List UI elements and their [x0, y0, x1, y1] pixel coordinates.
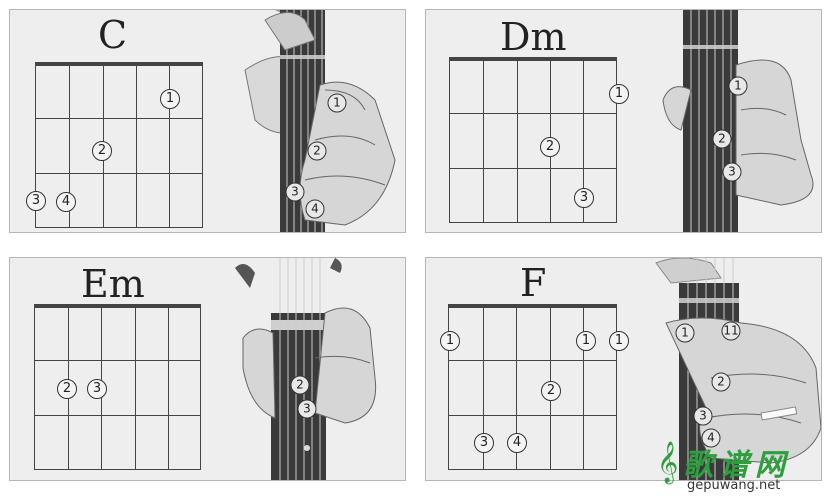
string-line [135, 305, 136, 469]
fret-line [35, 415, 200, 416]
finger-dot: 2 [57, 379, 77, 399]
string-line [69, 63, 70, 227]
finger-dot: 4 [507, 433, 527, 453]
fret-line [450, 168, 616, 169]
watermark-text: 歌谱网 [683, 448, 791, 483]
hand-photo-illustration [662, 10, 814, 232]
string-line [516, 305, 517, 469]
photo-finger-dot: 1 [728, 76, 748, 96]
fret-line [36, 118, 202, 119]
chord-panel-dm: Dm 1 2 3 1 2 3 [425, 9, 822, 233]
string-line [168, 305, 169, 469]
chord-panel-c: C 1 2 3 4 1 2 3 [9, 9, 406, 233]
photo-finger-dot: 3 [693, 406, 713, 426]
chord-name: C [98, 13, 128, 57]
hand-photo-illustration [235, 258, 377, 480]
chord-panel-em: Em 2 3 2 3 [9, 257, 406, 481]
nut [449, 305, 616, 308]
watermark-url: gepuwang.net [687, 478, 781, 493]
string-line [583, 305, 584, 469]
finger-dot: 4 [56, 192, 76, 212]
hand-photo-illustration [244, 10, 396, 232]
finger-dot: 3 [574, 188, 594, 208]
chord-panel-f: F 1 1 1 2 3 4 1 11 2 3 [425, 257, 822, 481]
string-line [169, 63, 170, 227]
photo-finger-dot: 3 [722, 162, 742, 182]
photo-finger-dot: 4 [701, 428, 721, 448]
hand-photo: 1 11 2 3 4 [651, 258, 821, 480]
finger-dot: 1 [440, 331, 460, 351]
fret-line [35, 360, 200, 361]
fret-line [449, 360, 616, 361]
site-watermark: 𝄞 歌谱网 gepuwang.net [657, 440, 827, 496]
string-line [517, 58, 518, 222]
string-line [136, 63, 137, 227]
fret-line [36, 173, 202, 174]
finger-dot: 1 [160, 89, 180, 109]
chord-name: Em [81, 262, 145, 306]
hand-photo-illustration [655, 258, 821, 480]
photo-finger-dot: 1 [675, 323, 695, 343]
finger-dot: 3 [474, 433, 494, 453]
photo-finger-dot: 4 [305, 199, 325, 219]
photo-finger-dot: 3 [285, 182, 305, 202]
hand-photo: 1 2 3 4 [235, 10, 405, 232]
string-line [483, 58, 484, 222]
fret-line [449, 415, 616, 416]
photo-finger-dot: 2 [711, 372, 731, 392]
finger-dot: 2 [540, 137, 560, 157]
photo-finger-dot: 11 [721, 321, 741, 341]
hand-photo: 2 3 [235, 258, 405, 480]
hand-photo: 1 2 3 [651, 10, 821, 232]
finger-dot: 3 [87, 379, 107, 399]
finger-dot: 1 [609, 84, 629, 104]
nut [450, 58, 616, 61]
chord-chart [448, 304, 617, 470]
chord-name: F [520, 261, 547, 305]
photo-finger-dot: 2 [712, 129, 732, 149]
finger-dot: 3 [26, 191, 46, 211]
string-line [483, 305, 484, 469]
photo-finger-dot: 1 [327, 93, 347, 113]
photo-finger-dot: 3 [297, 399, 317, 419]
finger-dot: 1 [609, 331, 629, 351]
string-line [583, 58, 584, 222]
nut [35, 305, 200, 308]
nut [36, 63, 202, 66]
fret-line [450, 113, 616, 114]
finger-dot: 2 [92, 141, 112, 161]
finger-dot: 1 [576, 331, 596, 351]
treble-clef-icon: 𝄞 [657, 442, 679, 483]
photo-finger-dot: 2 [307, 141, 327, 161]
chord-name: Dm [500, 15, 567, 59]
photo-finger-dot: 2 [290, 375, 310, 395]
finger-dot: 2 [541, 381, 561, 401]
